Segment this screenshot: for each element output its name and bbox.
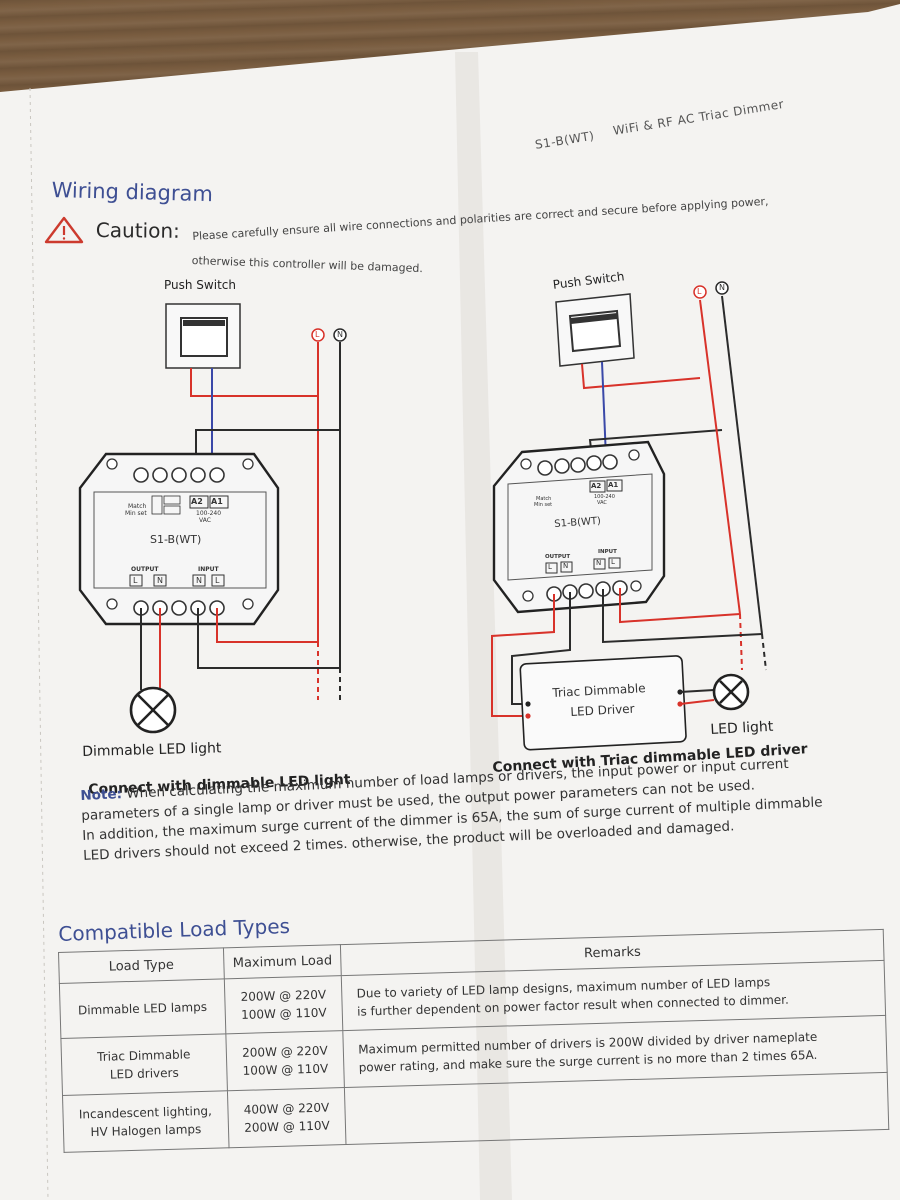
right-output-live (491, 594, 555, 717)
row1-max-load: 200W @ 220V 100W @ 110V (224, 975, 344, 1034)
right-device-a2: A2 (591, 482, 602, 490)
paper-sheet (0, 4, 900, 1200)
caution-triangle-icon (44, 216, 84, 244)
right-wiring-diagram (491, 281, 767, 751)
right-device-match: Match (536, 496, 552, 502)
right-input-live (619, 588, 741, 624)
left-device-a2: A2 (191, 497, 203, 506)
left-push-switch-label: Push Switch (164, 278, 236, 292)
section-title: Wiring diagram (51, 178, 214, 207)
row1-load-line-2: 100W @ 110V (240, 1005, 327, 1022)
row1-load-type: Dimmable LED lamps (59, 978, 226, 1039)
header-max-load: Maximum Load (223, 944, 342, 979)
right-input-neutral (602, 589, 763, 644)
right-switch-signal-wire (601, 361, 607, 459)
note-label: Note: (80, 786, 123, 804)
row2-type-line-2: LED drivers (109, 1065, 179, 1082)
left-device-a1: A1 (211, 497, 223, 506)
row2-max-load: 200W @ 220V 100W @ 110V (225, 1030, 345, 1091)
left-device-voltage-1: 100-240 (196, 510, 222, 517)
right-device-out-n: N (563, 562, 569, 570)
right-device-input-label: INPUT (598, 549, 617, 555)
header-load-type: Load Type (58, 947, 225, 984)
left-switch-live-wire (190, 368, 318, 397)
paper-fold (455, 52, 512, 1200)
left-wiring-diagram (78, 303, 347, 734)
row3-load-line-2: 200W @ 110V (244, 1118, 330, 1135)
right-device-output-label: OUTPUT (545, 554, 571, 560)
left-device-model: S1-B(WT) (150, 533, 202, 546)
right-terminal-l-label: L (697, 287, 702, 296)
right-device-in-n: N (596, 559, 602, 567)
row3-load-type: Incandescent lighting, HV Halogen lamps (62, 1090, 229, 1153)
right-switch-live-wire (581, 363, 701, 390)
left-terminal-n-label: N (337, 330, 343, 339)
left-device-in-l: L (215, 576, 220, 585)
left-input-live (216, 608, 318, 643)
right-mains-neutral (721, 295, 763, 635)
left-device-output-label: OUTPUT (131, 566, 159, 573)
right-lamp-label: LED light (710, 718, 774, 738)
right-device-voltage-1: 100-240 (594, 494, 615, 500)
left-device-in-n: N (196, 576, 202, 585)
compatible-load-table: Load Type Maximum Load Remarks Dimmable … (58, 929, 893, 1153)
left-device-voltage-2: VAC (199, 517, 211, 524)
left-terminal-l-label: L (315, 330, 320, 339)
right-device-voltage-2: VAC (597, 500, 607, 506)
caution-label: Caution: (95, 218, 180, 243)
right-mains-live (699, 299, 741, 615)
right-device-min-set: Min set (534, 502, 553, 508)
left-device-match: Match (128, 503, 147, 510)
left-device-out-l: L (133, 576, 138, 585)
row3-max-load: 400W @ 220V 200W @ 110V (227, 1087, 347, 1148)
right-device-a1: A1 (608, 481, 619, 489)
right-device-in-l: L (611, 558, 615, 566)
left-device-out-n: N (157, 576, 163, 585)
left-input-neutral (197, 608, 340, 669)
right-terminal-n-label: N (719, 283, 725, 292)
right-led-lamp-icon (712, 673, 750, 711)
right-led-driver-box (519, 655, 687, 751)
left-led-lamp-icon (129, 686, 177, 734)
left-device-min-set: Min set (125, 510, 147, 517)
row2-load-type: Triac Dimmable LED drivers (60, 1033, 228, 1096)
row2-load-line-2: 100W @ 110V (242, 1061, 329, 1078)
left-device-input-label: INPUT (198, 566, 219, 573)
right-device-out-l: L (548, 563, 552, 571)
perforation-line (29, 87, 49, 1200)
right-output-neutral (511, 592, 571, 705)
